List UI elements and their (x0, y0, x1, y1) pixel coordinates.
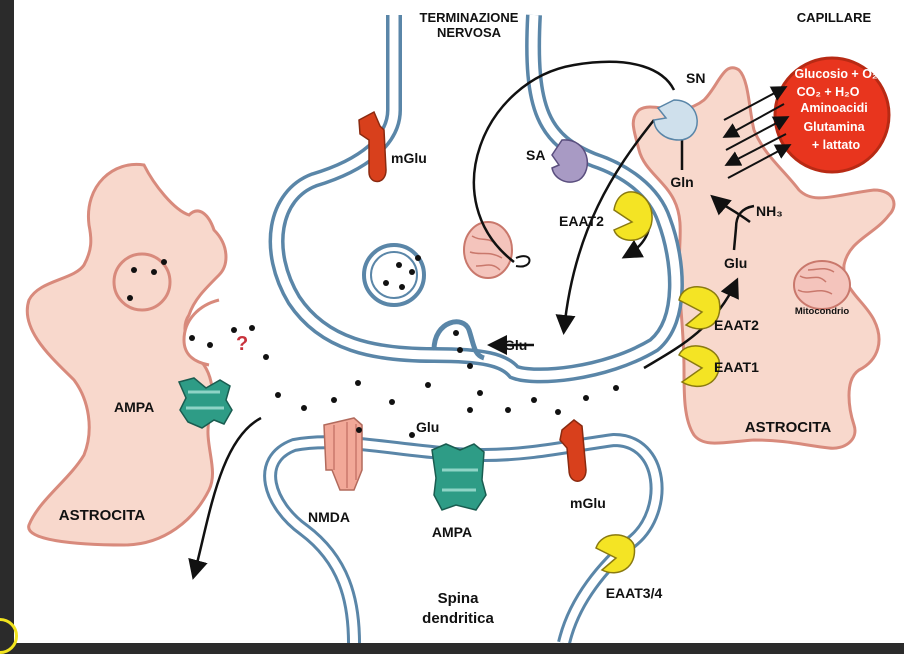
nh3-label: NH₃ (756, 203, 783, 219)
sn-receptor (654, 100, 697, 140)
synaptic-vesicle (364, 245, 424, 305)
terminal-title-1: TERMINAZIONE (420, 10, 519, 25)
mitochondrion-terminal (464, 222, 512, 278)
ampa-postsynaptic-receptor (432, 444, 486, 510)
glu-cleft-label: Glu (416, 419, 439, 435)
eaat1-astro-label: EAAT1 (714, 359, 759, 375)
mglu-presynaptic-receptor (359, 112, 386, 182)
mitochondrion-astrocyte (794, 261, 850, 309)
presynaptic-membrane-outer (277, 15, 676, 375)
nmda-label: NMDA (308, 509, 350, 525)
sn-label: SN (686, 70, 705, 86)
glu-release-label: Glu (504, 337, 527, 353)
capillary-line-2: CO₂ + H₂O (797, 85, 860, 99)
capillary-line-5: + lattato (812, 138, 861, 152)
astrocita-left-label: ASTROCITA (59, 507, 146, 524)
eaat2-presynaptic-transporter (614, 192, 652, 240)
eaat34-label: EAAT3/4 (606, 585, 663, 601)
glu-astro-label: Glu (724, 255, 747, 271)
synapse-diagram: TERMINAZIONE NERVOSA CAPILLARE Glucosio … (14, 0, 904, 643)
terminal-title-2: NERVOSA (437, 25, 502, 40)
capillary-line-3: Aminoacidi (800, 101, 867, 115)
capillary-line-1: Glucosio + O₂ (794, 67, 877, 81)
astrocita-right-label: ASTROCITA (745, 419, 832, 436)
ampa-post-label: AMPA (432, 524, 472, 540)
diagram-frame: TERMINAZIONE NERVOSA CAPILLARE Glucosio … (14, 0, 904, 643)
mitocondrio-label: Mitocondrio (795, 306, 850, 317)
gln-label: Gln (670, 174, 693, 190)
spina-label-2: dendritica (422, 610, 494, 627)
sa-label: SA (526, 147, 545, 163)
eaat2-astro-label: EAAT2 (714, 317, 759, 333)
eaat2-pre-label: EAAT2 (559, 213, 604, 229)
spina-label-1: Spina (438, 590, 479, 607)
capillary-title: CAPILLARE (797, 10, 872, 25)
ampa-left-label: AMPA (114, 399, 154, 415)
mglu-post-label: mGlu (570, 495, 606, 511)
capillary-line-4: Glutamina (803, 120, 865, 134)
question-mark: ? (236, 333, 248, 355)
mglu-pre-label: mGlu (391, 150, 427, 166)
